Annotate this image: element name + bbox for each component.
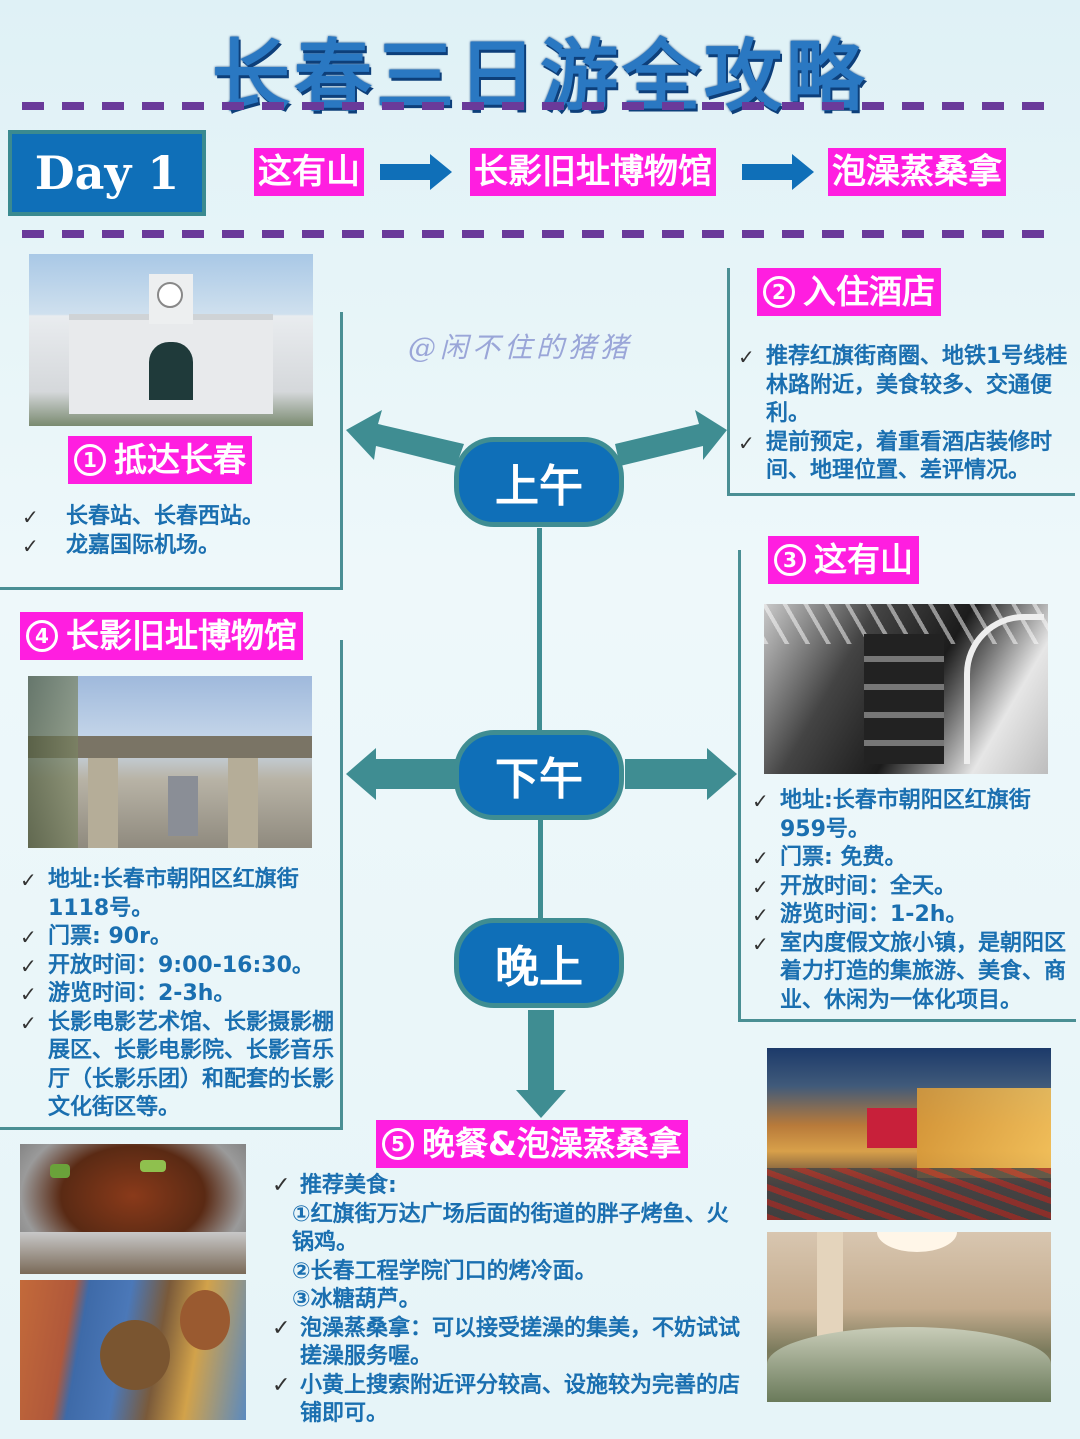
timeline-connector (538, 820, 543, 920)
food-platter-photo (20, 1280, 246, 1420)
check-icon: ✓ (20, 868, 37, 892)
check-icon: ✓ (752, 931, 769, 956)
grilled-fish-photo (20, 1144, 246, 1274)
arrow-to-dinner-icon (516, 1010, 566, 1118)
frame-line (727, 493, 1075, 496)
section-title-dinner: 5 晚餐&泡澡蒸桑拿 (376, 1120, 688, 1168)
section-title-zheyoushan: 3 这有山 (768, 536, 919, 584)
watermark: @闲不住的猪猪 (408, 331, 633, 364)
frame-line (727, 268, 730, 496)
section-title-text: 入住酒店 (803, 272, 935, 311)
divider-top (22, 102, 1058, 110)
section-title-hotel: 2 入住酒店 (757, 268, 941, 316)
check-icon: ✓ (752, 874, 769, 899)
check-icon: ✓ (272, 1315, 291, 1341)
list-item: ✓推荐红旗街商圈、地铁1号线桂林路附近，美食较多、交通便利。 (738, 344, 1068, 426)
zheyoushan-list: ✓地址:长春市朝阳区红旗街959号。 ✓门票: 免费。 ✓开放时间：全天。 ✓游… (752, 787, 1072, 1015)
museum-gate-photo (28, 676, 312, 848)
food-item: ①红旗街万达广场后面的街道的胖子烤鱼、火锅鸡。 (292, 1201, 729, 1256)
route-stop-3: 泡澡蒸桑拿 (828, 148, 1006, 196)
section-title-text: 长影旧址博物馆 (66, 616, 297, 655)
morning-node: 上午 (454, 437, 624, 527)
day-badge: Day 1 (8, 130, 206, 216)
frame-line (340, 640, 343, 1130)
check-icon: ✓ (20, 982, 37, 1006)
list-item: ✓推荐美食: (272, 1172, 742, 1201)
list-item: ✓开放时间：9:00-16:30。 (20, 952, 340, 981)
frame-line (0, 1127, 343, 1130)
route-stop-1: 这有山 (254, 148, 364, 196)
check-icon: ✓ (22, 533, 39, 558)
list-item: ✓长春站、长春西站。 (22, 503, 322, 532)
arrow-to-zheyoushan-icon (625, 748, 737, 800)
list-item: ✓门票: 90r。 (20, 923, 340, 952)
changchun-station-photo (29, 254, 313, 426)
section-title-text: 这有山 (814, 540, 913, 579)
check-icon: ✓ (738, 345, 755, 369)
frame-line (0, 587, 343, 590)
food-item: ②长春工程学院门口的烤冷面。 (292, 1258, 597, 1284)
route-stop-2: 长影旧址博物馆 (470, 148, 716, 196)
step-number: 5 (382, 1128, 414, 1160)
list-item: ✓提前预定，着重看酒店装修时间、地理位置、差评情况。 (738, 429, 1053, 484)
check-icon: ✓ (20, 1010, 37, 1035)
check-icon: ✓ (272, 1173, 291, 1198)
list-item: ✓开放时间：全天。 (752, 873, 1072, 902)
timeline-connector (537, 528, 542, 730)
bathhouse-pool-photo (767, 1232, 1051, 1402)
check-icon: ✓ (752, 846, 769, 870)
list-item: ✓室内度假文旅小镇，是朝阳区着力打造的集旅游、美食、商业、休闲为一体化项目。 (752, 930, 1067, 1013)
section-title-museum: 4 长影旧址博物馆 (20, 612, 303, 660)
list-item: ✓长影电影艺术馆、长影摄影棚展区、长影电影院、长影音乐厅（长影乐团）和配套的长影… (20, 1009, 335, 1121)
check-icon: ✓ (22, 505, 39, 529)
frame-line (738, 550, 741, 1022)
section-title-arrive: 1 抵达长春 (68, 436, 252, 484)
list-item: ✓门票: 免费。 (752, 844, 1072, 873)
hotel-list: ✓推荐红旗街商圈、地铁1号线桂林路附近，美食较多、交通便利。 ✓提前预定，着重看… (738, 343, 1068, 486)
check-icon: ✓ (738, 430, 755, 455)
section-title-text: 抵达长春 (114, 440, 246, 479)
arrow-to-hotel-icon (615, 408, 730, 468)
list-item: ✓小黄上搜索附近评分较高、设施较为完善的店铺即可。 (272, 1372, 741, 1427)
check-icon: ✓ (20, 953, 37, 978)
check-icon: ✓ (272, 1372, 291, 1398)
step-number: 4 (26, 620, 58, 652)
arrive-list: ✓长春站、长春西站。 ✓龙嘉国际机场。 (22, 503, 322, 560)
check-icon: ✓ (752, 903, 769, 927)
step-number: 3 (774, 544, 806, 576)
list-item: ✓游览时间：1-2h。 (752, 901, 1072, 930)
list-item: ✓地址:长春市朝阳区红旗街1118号。 (20, 867, 299, 921)
frame-line (340, 312, 343, 590)
afternoon-node: 下午 (454, 730, 624, 820)
section-title-text: 晚餐&泡澡蒸桑拿 (422, 1124, 682, 1163)
food-item: ③冰糖葫芦。 (292, 1287, 421, 1312)
wanda-plaza-night-photo (767, 1048, 1051, 1220)
list-item: ✓泡澡蒸桑拿：可以接受搓澡的集美，不妨试试搓澡服务喔。 (272, 1315, 741, 1370)
list-item: ✓地址:长春市朝阳区红旗街959号。 (752, 788, 1031, 842)
arrow-to-arrive-icon (346, 408, 466, 468)
route-arrow-icon (742, 152, 814, 192)
step-number: 2 (763, 276, 795, 308)
list-item: ✓游览时间：2-3h。 (20, 980, 340, 1009)
route-arrow-icon (380, 152, 452, 192)
check-icon: ✓ (752, 789, 769, 813)
evening-node: 晚上 (454, 918, 624, 1008)
frame-line (738, 1019, 1076, 1022)
museum-list: ✓地址:长春市朝阳区红旗街1118号。 ✓门票: 90r。 ✓开放时间：9:00… (20, 866, 340, 1123)
dinner-list: ✓推荐美食: ①红旗街万达广场后面的街道的胖子烤鱼、火锅鸡。 ②长春工程学院门口… (272, 1172, 742, 1429)
zheyoushan-photo (764, 604, 1048, 774)
step-number: 1 (74, 444, 106, 476)
arrow-to-museum-icon (346, 748, 456, 800)
divider-bottom (22, 230, 1058, 238)
list-item: ✓龙嘉国际机场。 (22, 532, 322, 561)
check-icon: ✓ (20, 925, 37, 949)
